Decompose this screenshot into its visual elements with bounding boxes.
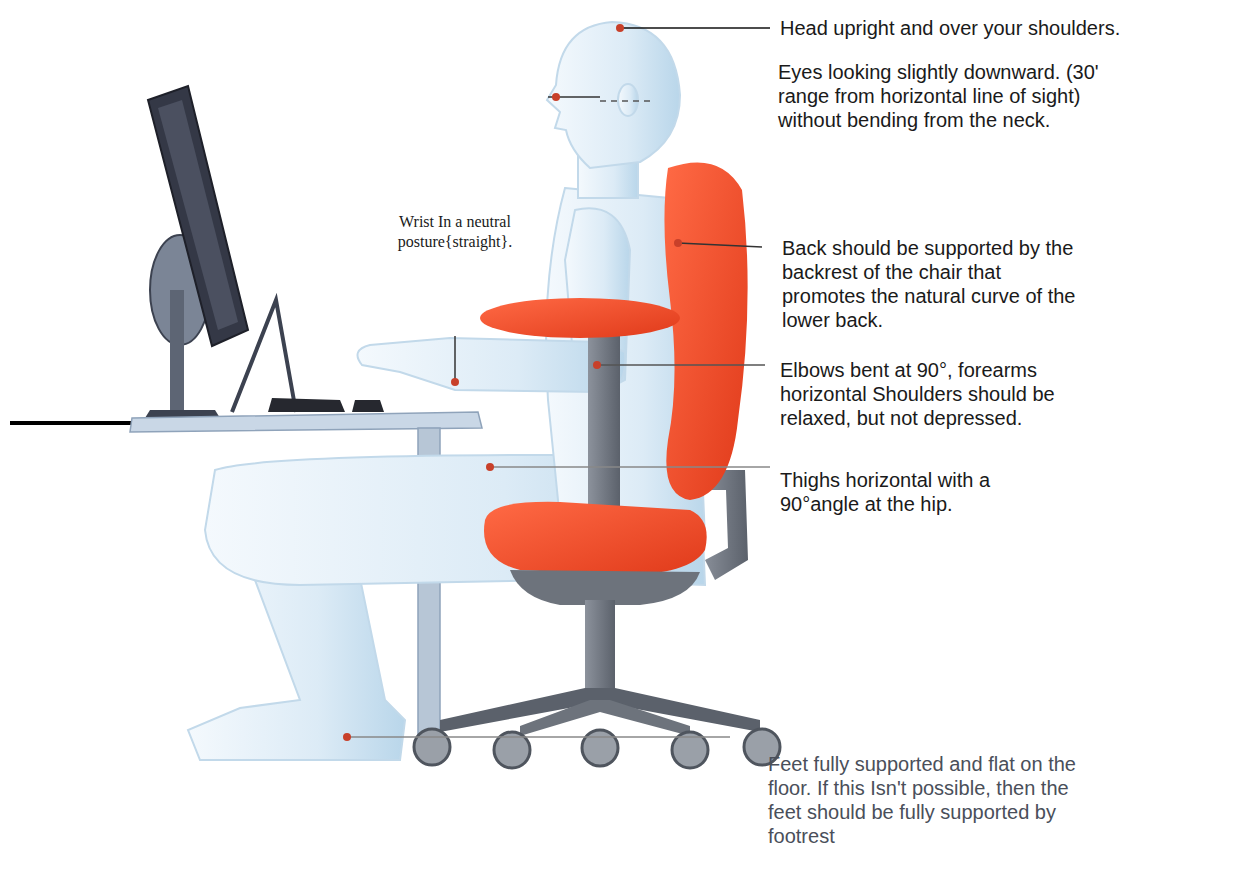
person [188, 22, 708, 760]
chair [414, 162, 780, 768]
callout-text: Wrist In a neutral posture{straight}. [370, 212, 540, 252]
callout-text: Thighs horizontal with a 90°angle at the… [780, 468, 1060, 516]
callout-text: Eyes looking slightly downward. (30' ran… [778, 60, 1108, 132]
leader-lines [347, 28, 770, 737]
monitor [145, 86, 248, 418]
callout-text: Back should be supported by the backrest… [782, 236, 1082, 332]
floor-line [10, 421, 132, 425]
callout-text: Head upright and over your shoulders. [780, 16, 1235, 40]
callout-text: Elbows bent at 90°, forearms horizontal … [780, 358, 1110, 430]
callout-text: Feet fully supported and flat on the flo… [768, 752, 1078, 848]
marker-dots [343, 24, 682, 741]
